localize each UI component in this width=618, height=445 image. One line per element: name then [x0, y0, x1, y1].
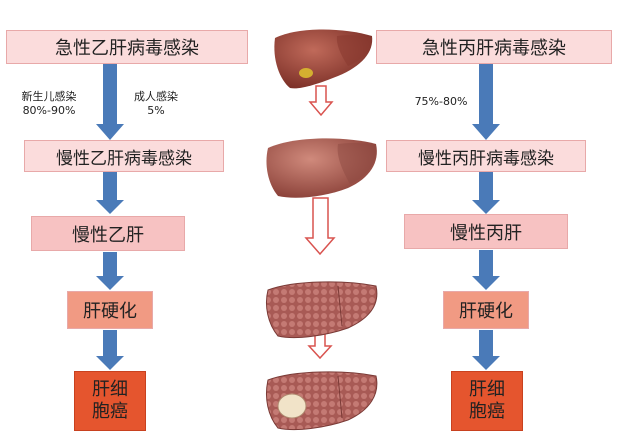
hcv-chronic-hepatitis-box: 慢性丙肝: [404, 214, 568, 249]
hbv-liver-cancer-label-line2: 胞癌: [92, 401, 128, 422]
arrow-down: [472, 64, 500, 140]
hbv-liver-cancer-box: 肝细 胞癌: [74, 371, 146, 431]
hcv-liver-cancer-label-line1: 肝细: [469, 378, 505, 400]
arrow-down: [472, 172, 500, 214]
hcv-cirrhosis-label: 肝硬化: [459, 301, 513, 322]
hcv-liver-cancer-box: 肝细 胞癌: [451, 371, 523, 431]
hbv-arrows: [96, 64, 124, 370]
hbv-chronic-hepatitis-box: 慢性乙肝: [31, 216, 185, 251]
liver-healthy-illustration: [274, 29, 373, 89]
hcv-chronic-hepatitis-label: 慢性丙肝: [450, 222, 522, 244]
hbv-adult-rate: 成人感染 5%: [124, 90, 188, 118]
hcv-chronic-rate: 75%-80%: [406, 95, 476, 109]
hollow-arrow-down: [304, 197, 336, 256]
hbv-acute-infection-label: 急性乙肝病毒感染: [55, 38, 199, 59]
hcv-chronic-rate-value: 75%-80%: [414, 95, 468, 108]
arrow-down: [96, 64, 124, 140]
hbv-adult-rate-value: 5%: [147, 104, 165, 117]
arrow-down: [96, 252, 124, 290]
hbv-chronic-hepatitis-label: 慢性乙肝: [72, 224, 144, 246]
hbv-chronic-infection-box: 慢性乙肝病毒感染: [24, 140, 224, 172]
hbv-newborn-rate-label: 新生儿感染: [21, 90, 77, 103]
arrow-down: [96, 172, 124, 214]
liver-cancer-illustration: [265, 371, 378, 431]
arrow-down: [472, 330, 500, 370]
hbv-newborn-rate-value: 80%-90%: [22, 104, 76, 117]
hcv-cirrhosis-box: 肝硬化: [443, 291, 529, 329]
hbv-adult-rate-label: 成人感染: [134, 90, 178, 103]
hcv-liver-cancer-label-line2: 胞癌: [469, 401, 505, 422]
arrow-down: [472, 250, 500, 290]
hcv-acute-infection-label: 急性丙肝病毒感染: [422, 38, 566, 59]
hollow-arrow-down: [308, 85, 334, 117]
hcv-acute-infection-box: 急性丙肝病毒感染: [376, 30, 612, 64]
hbv-acute-infection-box: 急性乙肝病毒感染: [6, 30, 248, 64]
hbv-chronic-infection-label: 慢性乙肝病毒感染: [56, 148, 192, 169]
liver-chronic-hepatitis-illustration: [266, 138, 377, 198]
center-arrows: [304, 85, 336, 360]
hbv-cirrhosis-label: 肝硬化: [83, 301, 137, 322]
hcv-chronic-infection-label: 慢性丙肝病毒感染: [418, 148, 554, 169]
hcv-arrows: [472, 64, 500, 370]
hbv-liver-cancer-label-line1: 肝细: [92, 378, 128, 400]
hbv-cirrhosis-box: 肝硬化: [67, 291, 153, 329]
hcv-chronic-infection-box: 慢性丙肝病毒感染: [386, 140, 586, 172]
hbv-newborn-rate: 新生儿感染 80%-90%: [6, 90, 92, 118]
arrow-down: [96, 330, 124, 370]
liver-cirrhosis-illustration: [265, 281, 378, 339]
